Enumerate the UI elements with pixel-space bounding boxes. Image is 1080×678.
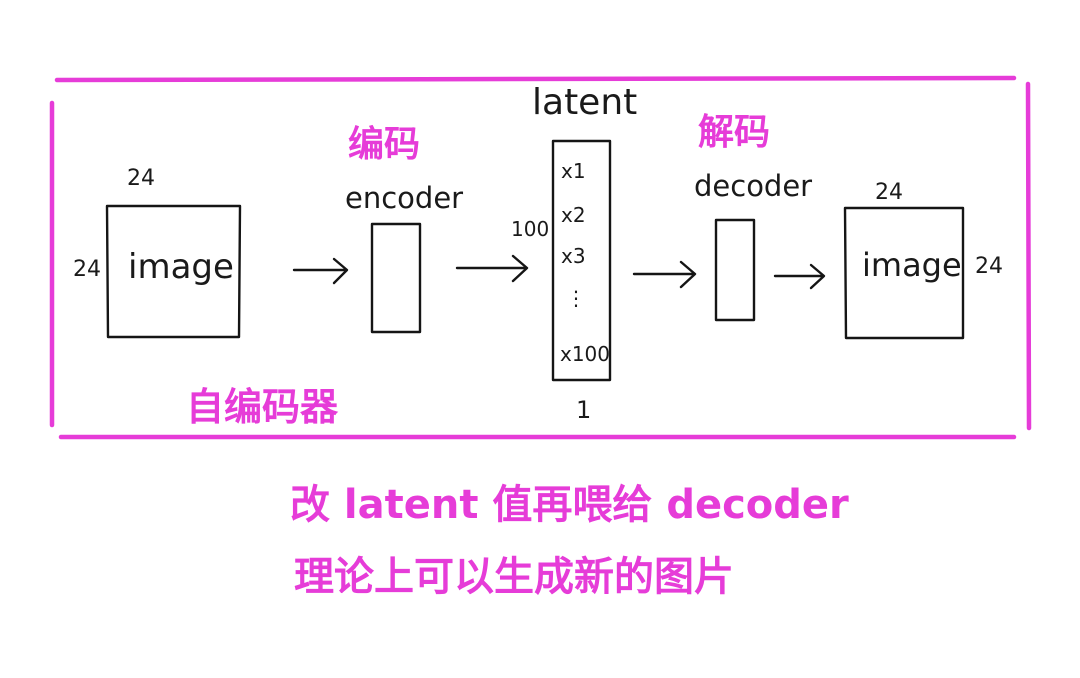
note-line: 改 latent 值再喂给 decoder: [290, 482, 849, 528]
decoder-label-en: decoder: [694, 169, 812, 203]
arrow-encoder-to-latent: [455, 254, 529, 283]
latent-entry: x100: [560, 342, 610, 366]
arrow-latent-to-decoder: [632, 260, 697, 289]
input-width-label: 24: [127, 166, 155, 191]
output-height-label: 24: [975, 254, 1003, 279]
latent-label: latent: [532, 82, 637, 123]
latent-width-label: 1: [576, 396, 591, 424]
arrow-decoder-to-image: [773, 263, 826, 290]
input-image-box: [105, 204, 242, 339]
output-image-box: [843, 206, 965, 340]
input-height-label: 24: [73, 257, 101, 282]
output-width-label: 24: [875, 180, 903, 205]
output-image-label: image: [862, 246, 962, 284]
latent-entry: ⋮: [566, 286, 586, 310]
arrow-image-to-encoder: [292, 257, 349, 285]
decoder-box: [714, 218, 756, 322]
latent-entry: x3: [561, 244, 586, 268]
outer-frame: [49, 75, 1032, 440]
encoder-label-en: encoder: [345, 181, 463, 215]
note-line: 理论上可以生成新的图片: [294, 554, 734, 600]
decoder-label-zh: 解码: [698, 112, 770, 153]
latent-entry: x2: [561, 203, 586, 227]
input-image-label: image: [128, 247, 234, 287]
latent-vector-box: [551, 139, 612, 382]
autoencoder-caption: 自编码器: [186, 385, 339, 429]
latent-entry: x1: [561, 159, 586, 183]
encoder-label-zh: 编码: [348, 124, 420, 165]
latent-size-label: 100: [511, 217, 549, 241]
encoder-box: [370, 222, 422, 334]
